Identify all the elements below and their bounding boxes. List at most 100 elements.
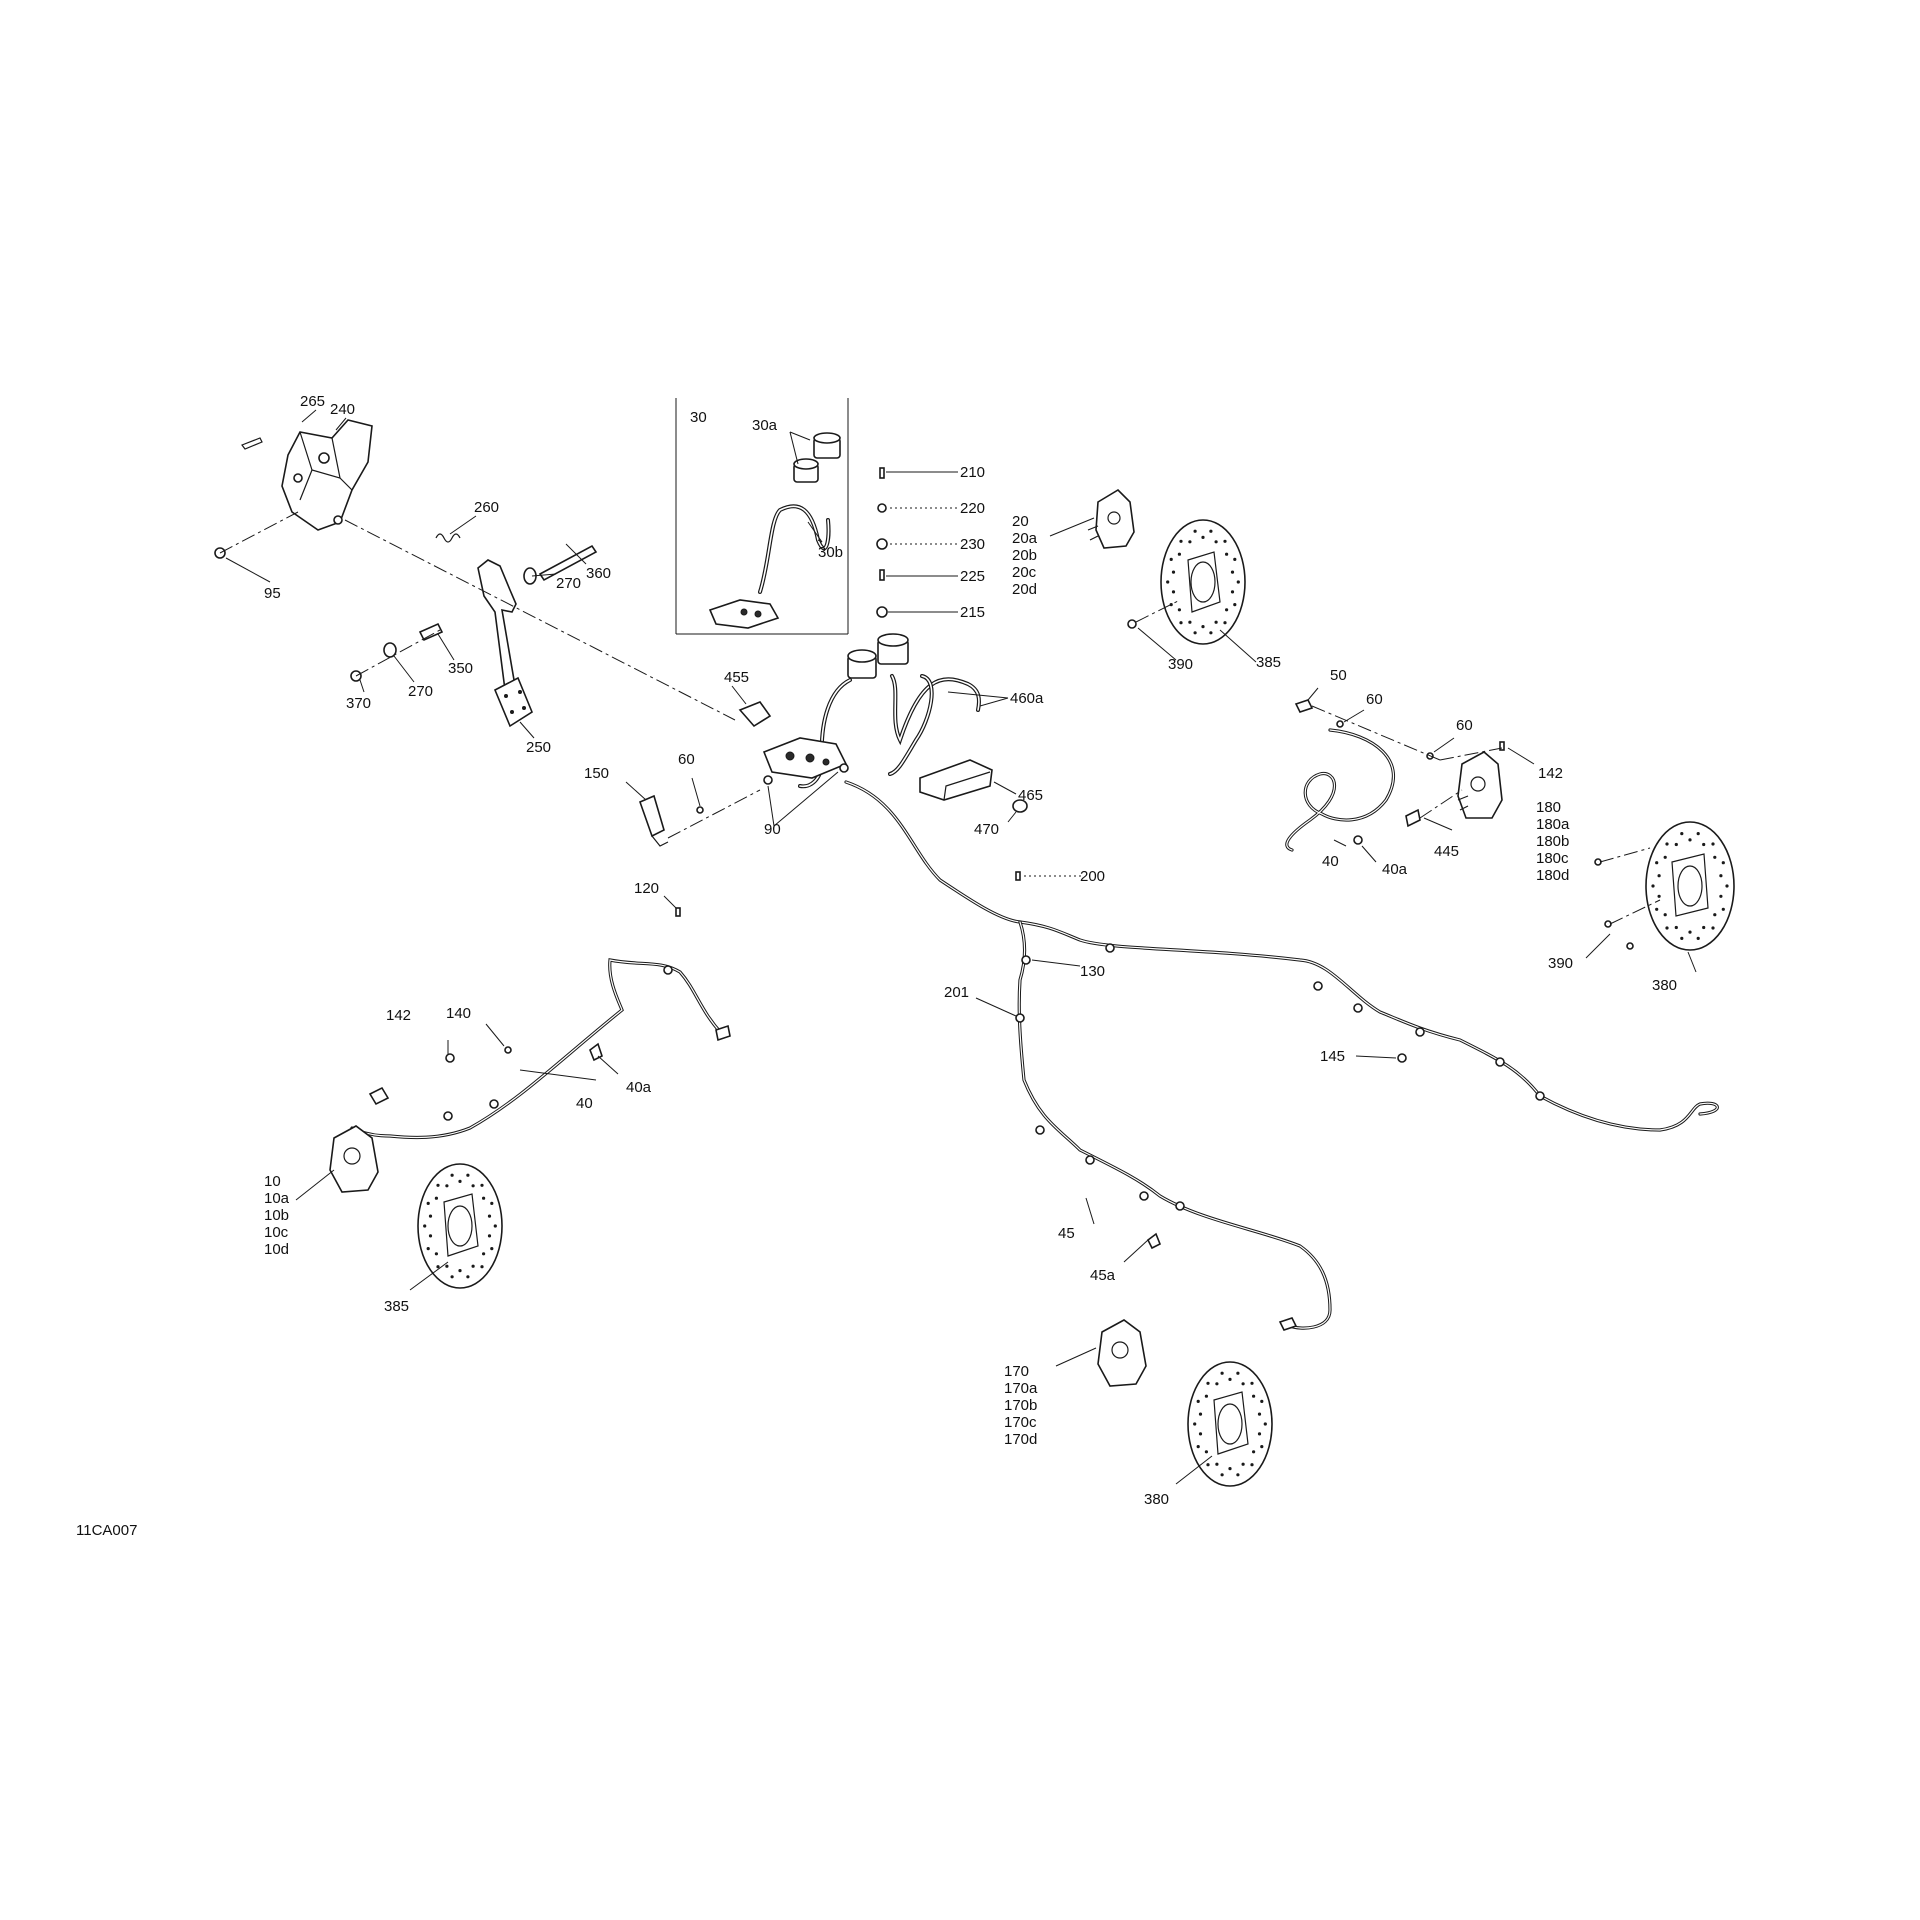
disc-vent-hole — [1198, 1412, 1203, 1416]
clip-40a-right — [1353, 835, 1363, 845]
callout-180a: 180a — [1536, 816, 1570, 833]
callout-170c: 170c — [1004, 1414, 1037, 1431]
disc-vent-hole — [466, 1275, 470, 1279]
disc-vent-hole — [1215, 1462, 1219, 1466]
disc-vent-hole — [1214, 540, 1218, 544]
callout-30: 30 — [690, 409, 707, 426]
disc-vent-hole — [426, 1201, 430, 1205]
clip-130 — [1021, 955, 1031, 965]
disc-vent-hole — [1252, 1450, 1256, 1454]
disc-vent-hole — [1260, 1445, 1264, 1449]
callout-260: 260 — [474, 499, 499, 516]
diagram-code: 11CA007 — [76, 1522, 137, 1539]
callout-180c: 180c — [1536, 850, 1569, 867]
disc-vent-hole — [1209, 529, 1213, 533]
callout-201: 201 — [944, 984, 969, 1001]
disc-vent-hole — [487, 1234, 492, 1238]
washer-220 — [877, 503, 887, 513]
disc-vent-hole — [1696, 936, 1700, 941]
line-40-left — [350, 958, 724, 1140]
disc-vent-hole — [1655, 907, 1659, 911]
bolts-390-rear-right — [1594, 858, 1634, 950]
disc-vent-hole — [1223, 621, 1227, 625]
disc-vent-hole — [1702, 842, 1706, 847]
disc-vent-hole — [1179, 621, 1183, 625]
disc-vent-hole — [471, 1184, 475, 1188]
callout-465: 465 — [1018, 787, 1043, 804]
disc-vent-hole — [445, 1184, 449, 1188]
hardware-leaders — [886, 471, 958, 613]
disc-vent-hole — [482, 1252, 486, 1256]
callout-10: 10 — [264, 1173, 281, 1190]
caliper-180-axes — [1311, 705, 1503, 819]
callout-145: 145 — [1320, 1048, 1345, 1065]
disc-vent-hole — [1665, 842, 1669, 846]
nut-140-left — [504, 1046, 512, 1054]
line-40-left-end — [368, 1024, 731, 1106]
disc-vent-hole — [1688, 838, 1692, 842]
nut-215 — [876, 606, 888, 618]
disc-vent-hole — [480, 1183, 484, 1187]
callout-230: 230 — [960, 536, 985, 553]
callout-90: 90 — [764, 821, 781, 838]
callout-45: 45 — [1058, 1225, 1075, 1242]
callout-120: 120 — [634, 880, 659, 897]
disc-vent-hole — [1680, 832, 1684, 836]
clip-145 — [1397, 1053, 1407, 1063]
sleeve-350 — [418, 622, 444, 642]
caliper-20 — [1087, 488, 1135, 549]
disc-vent-hole — [1665, 926, 1669, 930]
disc-vent-hole — [458, 1269, 462, 1273]
disc-vent-hole — [1201, 625, 1205, 629]
callout-50: 50 — [1330, 667, 1347, 684]
callout-225: 225 — [960, 568, 985, 585]
callout-270-lower: 270 — [408, 683, 433, 700]
callout-142-left: 142 — [386, 1007, 411, 1024]
callout-150: 150 — [584, 765, 609, 782]
disc-vent-hole — [1225, 608, 1229, 612]
disc-vent-hole — [1713, 855, 1717, 859]
disc-vent-hole — [1206, 1381, 1210, 1385]
disc-vent-hole — [1711, 926, 1715, 930]
disc-vent-hole — [471, 1264, 475, 1268]
callout-130: 130 — [1080, 963, 1105, 980]
disc-vent-hole — [1651, 884, 1655, 888]
callout-385-right-front: 385 — [1256, 654, 1281, 671]
disc-vent-hole — [1236, 1473, 1240, 1477]
disc-vent-hole — [1196, 1445, 1200, 1449]
callout-170: 170 — [1004, 1363, 1029, 1380]
callout-30b: 30b — [818, 544, 843, 561]
callout-270-upper: 270 — [556, 575, 581, 592]
callout-60-right-b: 60 — [1456, 717, 1473, 734]
disc-vent-hole — [1171, 570, 1176, 574]
callout-390-right-front: 390 — [1168, 656, 1193, 673]
disc-vent-hole — [1657, 894, 1661, 898]
disc-vent-hole — [1193, 1422, 1197, 1426]
disc-vent-hole — [434, 1196, 438, 1200]
disc-380-right-axes — [1599, 847, 1661, 925]
callout-20: 20 — [1012, 513, 1029, 530]
line-45-end-fitting — [1278, 1317, 1298, 1331]
callout-30a: 30a — [752, 417, 778, 434]
spring-260 — [435, 533, 461, 543]
switch-455 — [738, 701, 772, 728]
disc-vent-hole — [1201, 535, 1205, 540]
fitting-50 — [1294, 699, 1314, 713]
disc-vent-hole — [426, 1247, 430, 1251]
callout-350: 350 — [448, 660, 473, 677]
clip-200 — [1015, 871, 1021, 881]
disc-vent-hole — [1230, 570, 1235, 574]
disc-vent-hole — [1721, 861, 1725, 865]
pedal-bracket — [281, 419, 373, 531]
disc-vent-hole — [1674, 842, 1678, 847]
reservoir-30a — [793, 432, 841, 483]
callout-140-left: 140 — [446, 1005, 471, 1022]
disc-vent-hole — [445, 1264, 449, 1268]
screw-142-left — [445, 1053, 455, 1063]
callout-95: 95 — [264, 585, 281, 602]
disc-vent-hole — [1171, 590, 1176, 594]
disc-vent-hole — [1719, 894, 1723, 898]
disc-vent-hole — [434, 1252, 438, 1256]
disc-vent-hole — [1713, 913, 1717, 917]
disc-380-right — [1645, 821, 1735, 951]
